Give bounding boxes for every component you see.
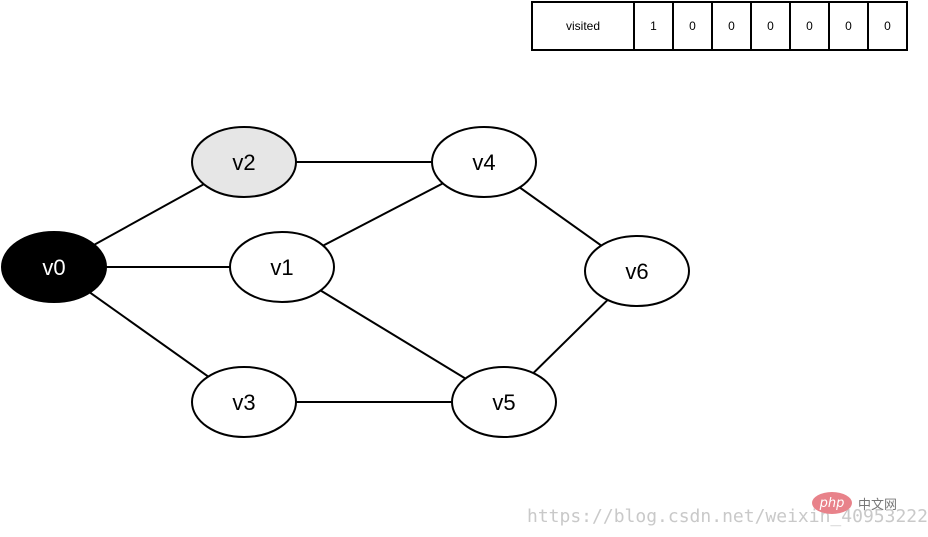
- php-logo-icon: php: [812, 492, 852, 514]
- visited-table: visited 1 0 0 0 0 0 0: [531, 1, 908, 51]
- node-v0: v0: [1, 231, 107, 303]
- visited-cell-v1: 0: [672, 3, 711, 49]
- visited-cell-v2: 0: [711, 3, 750, 49]
- node-label-v6: v6: [625, 259, 648, 284]
- node-v5: v5: [451, 366, 557, 438]
- node-v6: v6: [584, 235, 690, 307]
- brand-watermark: php 中文网: [812, 492, 897, 514]
- visited-cell-v0: 1: [633, 3, 672, 49]
- node-shape-v5: [451, 366, 557, 438]
- visited-cell-v6: 0: [867, 3, 906, 49]
- node-label-v5: v5: [492, 390, 515, 415]
- visited-label: visited: [565, 19, 600, 33]
- node-shape-v2: [191, 126, 297, 198]
- node-label-v1: v1: [270, 255, 293, 280]
- node-shape-v4: [431, 126, 537, 198]
- node-v1: v1: [229, 231, 335, 303]
- node-label-v4: v4: [472, 150, 495, 175]
- node-shape-v1: [229, 231, 335, 303]
- graph-diagram: v0 v1 v2 v3 v4 v5 v6: [1, 126, 690, 438]
- node-shape-v6: [584, 235, 690, 307]
- node-label-v0: v0: [42, 255, 65, 280]
- node-shape-v3: [191, 366, 297, 438]
- visited-cell-v4: 0: [789, 3, 828, 49]
- visited-cell-v5: 0: [828, 3, 867, 49]
- node-label-v3: v3: [232, 390, 255, 415]
- visited-cell-v3: 0: [750, 3, 789, 49]
- node-v4: v4: [431, 126, 537, 198]
- node-label-v2: v2: [232, 150, 255, 175]
- node-shape-v0: [1, 231, 107, 303]
- node-v2: v2: [191, 126, 297, 198]
- node-v3: v3: [191, 366, 297, 438]
- brand-caption: 中文网: [858, 497, 898, 513]
